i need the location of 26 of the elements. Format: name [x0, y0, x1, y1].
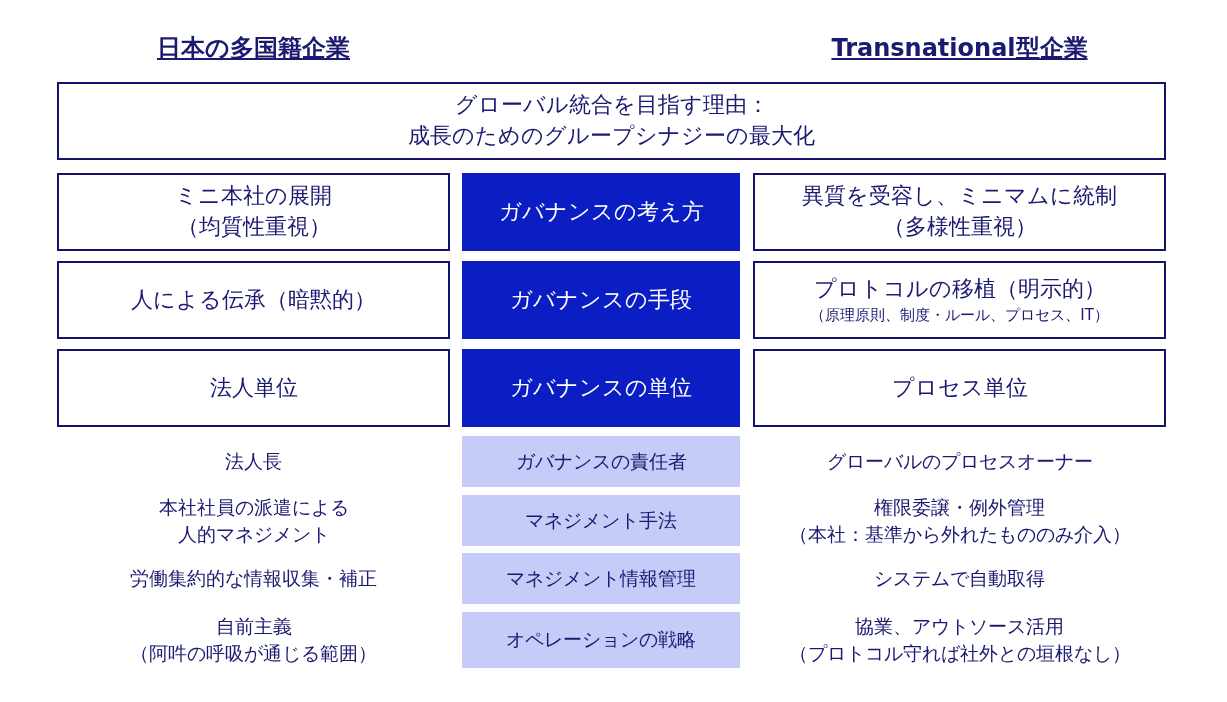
text-box: ミニ本社の展開（均質性重視）	[57, 173, 450, 251]
table-cell-text: 権限委譲・例外管理（本社：基準から外れたもののみ介入）	[787, 495, 1132, 546]
detail-text: （原理原則、制度・ルール、プロセス、IT）	[810, 304, 1109, 326]
text-box	[753, 261, 1166, 339]
text-box: 異質を受容し、ミニマムに統制（多様性重視）	[753, 173, 1166, 251]
category-box: ガバナンスの単位	[462, 349, 740, 427]
table-cell-text: 自前主義（阿吽の呼吸が通じる範囲）	[129, 614, 378, 666]
category-box: マネジメント手法	[462, 495, 740, 546]
table-cell-text: 法人長	[224, 449, 283, 475]
table-cell-text: グローバルのプロセスオーナー	[825, 449, 1094, 475]
text-box: グローバル統合を目指す理由：成長のためのグループシナジーの最大化	[57, 82, 1166, 160]
category-box: オペレーションの戦略	[462, 612, 740, 668]
column-heading: 日本の多国籍企業	[156, 33, 351, 64]
table-cell-text: 労働集約的な情報収集・補正	[129, 566, 378, 592]
heading-text: プロトコルの移植（明示的）	[813, 275, 1106, 304]
category-box: ガバナンスの責任者	[462, 436, 740, 487]
category-box: マネジメント情報管理	[462, 553, 740, 604]
table-cell-text: 協業、アウトソース活用（プロトコル守れば社外との垣根なし）	[787, 614, 1132, 666]
column-heading: Transnational型企業	[830, 33, 1089, 64]
text-box: 法人単位	[57, 349, 450, 427]
table-cell-text: システムで自動取得	[873, 566, 1046, 592]
text-box: プロセス単位	[753, 349, 1166, 427]
category-box: ガバナンスの手段	[462, 261, 740, 339]
table-cell-text: 本社社員の派遣による人的マネジメント	[157, 495, 350, 546]
text-box: 人による伝承（暗黙的）	[57, 261, 450, 339]
category-box: ガバナンスの考え方	[462, 173, 740, 251]
